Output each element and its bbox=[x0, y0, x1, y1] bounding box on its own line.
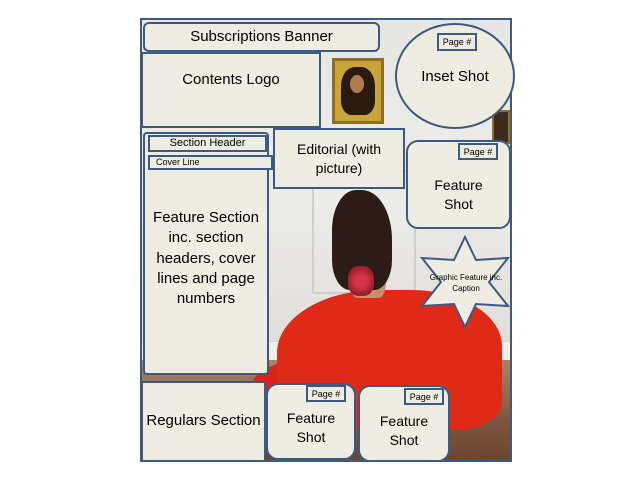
page-number-feature-right: Page # bbox=[458, 143, 498, 160]
subscriptions-banner: Subscriptions Banner bbox=[143, 22, 380, 52]
inset-shot-label: Inset Shot bbox=[421, 67, 489, 85]
contents-logo: Contents Logo bbox=[141, 52, 321, 128]
graphic-feature-caption: Graphic Feature inc. Caption bbox=[429, 273, 503, 293]
editorial-box: Editorial (with picture) bbox=[273, 128, 405, 189]
page-number-bottom-left: Page # bbox=[306, 385, 346, 402]
page-number-inset: Page # bbox=[437, 33, 477, 51]
cover-line: Cover Line bbox=[148, 155, 273, 170]
page-number-bottom-right: Page # bbox=[404, 388, 444, 405]
feature-section: Feature Section inc. section headers, co… bbox=[143, 132, 269, 375]
section-header: Section Header bbox=[148, 135, 267, 152]
necklace bbox=[348, 266, 374, 296]
graphic-feature-star bbox=[419, 234, 511, 330]
portrait-frame bbox=[332, 58, 384, 124]
regulars-section: Regulars Section bbox=[141, 381, 266, 462]
